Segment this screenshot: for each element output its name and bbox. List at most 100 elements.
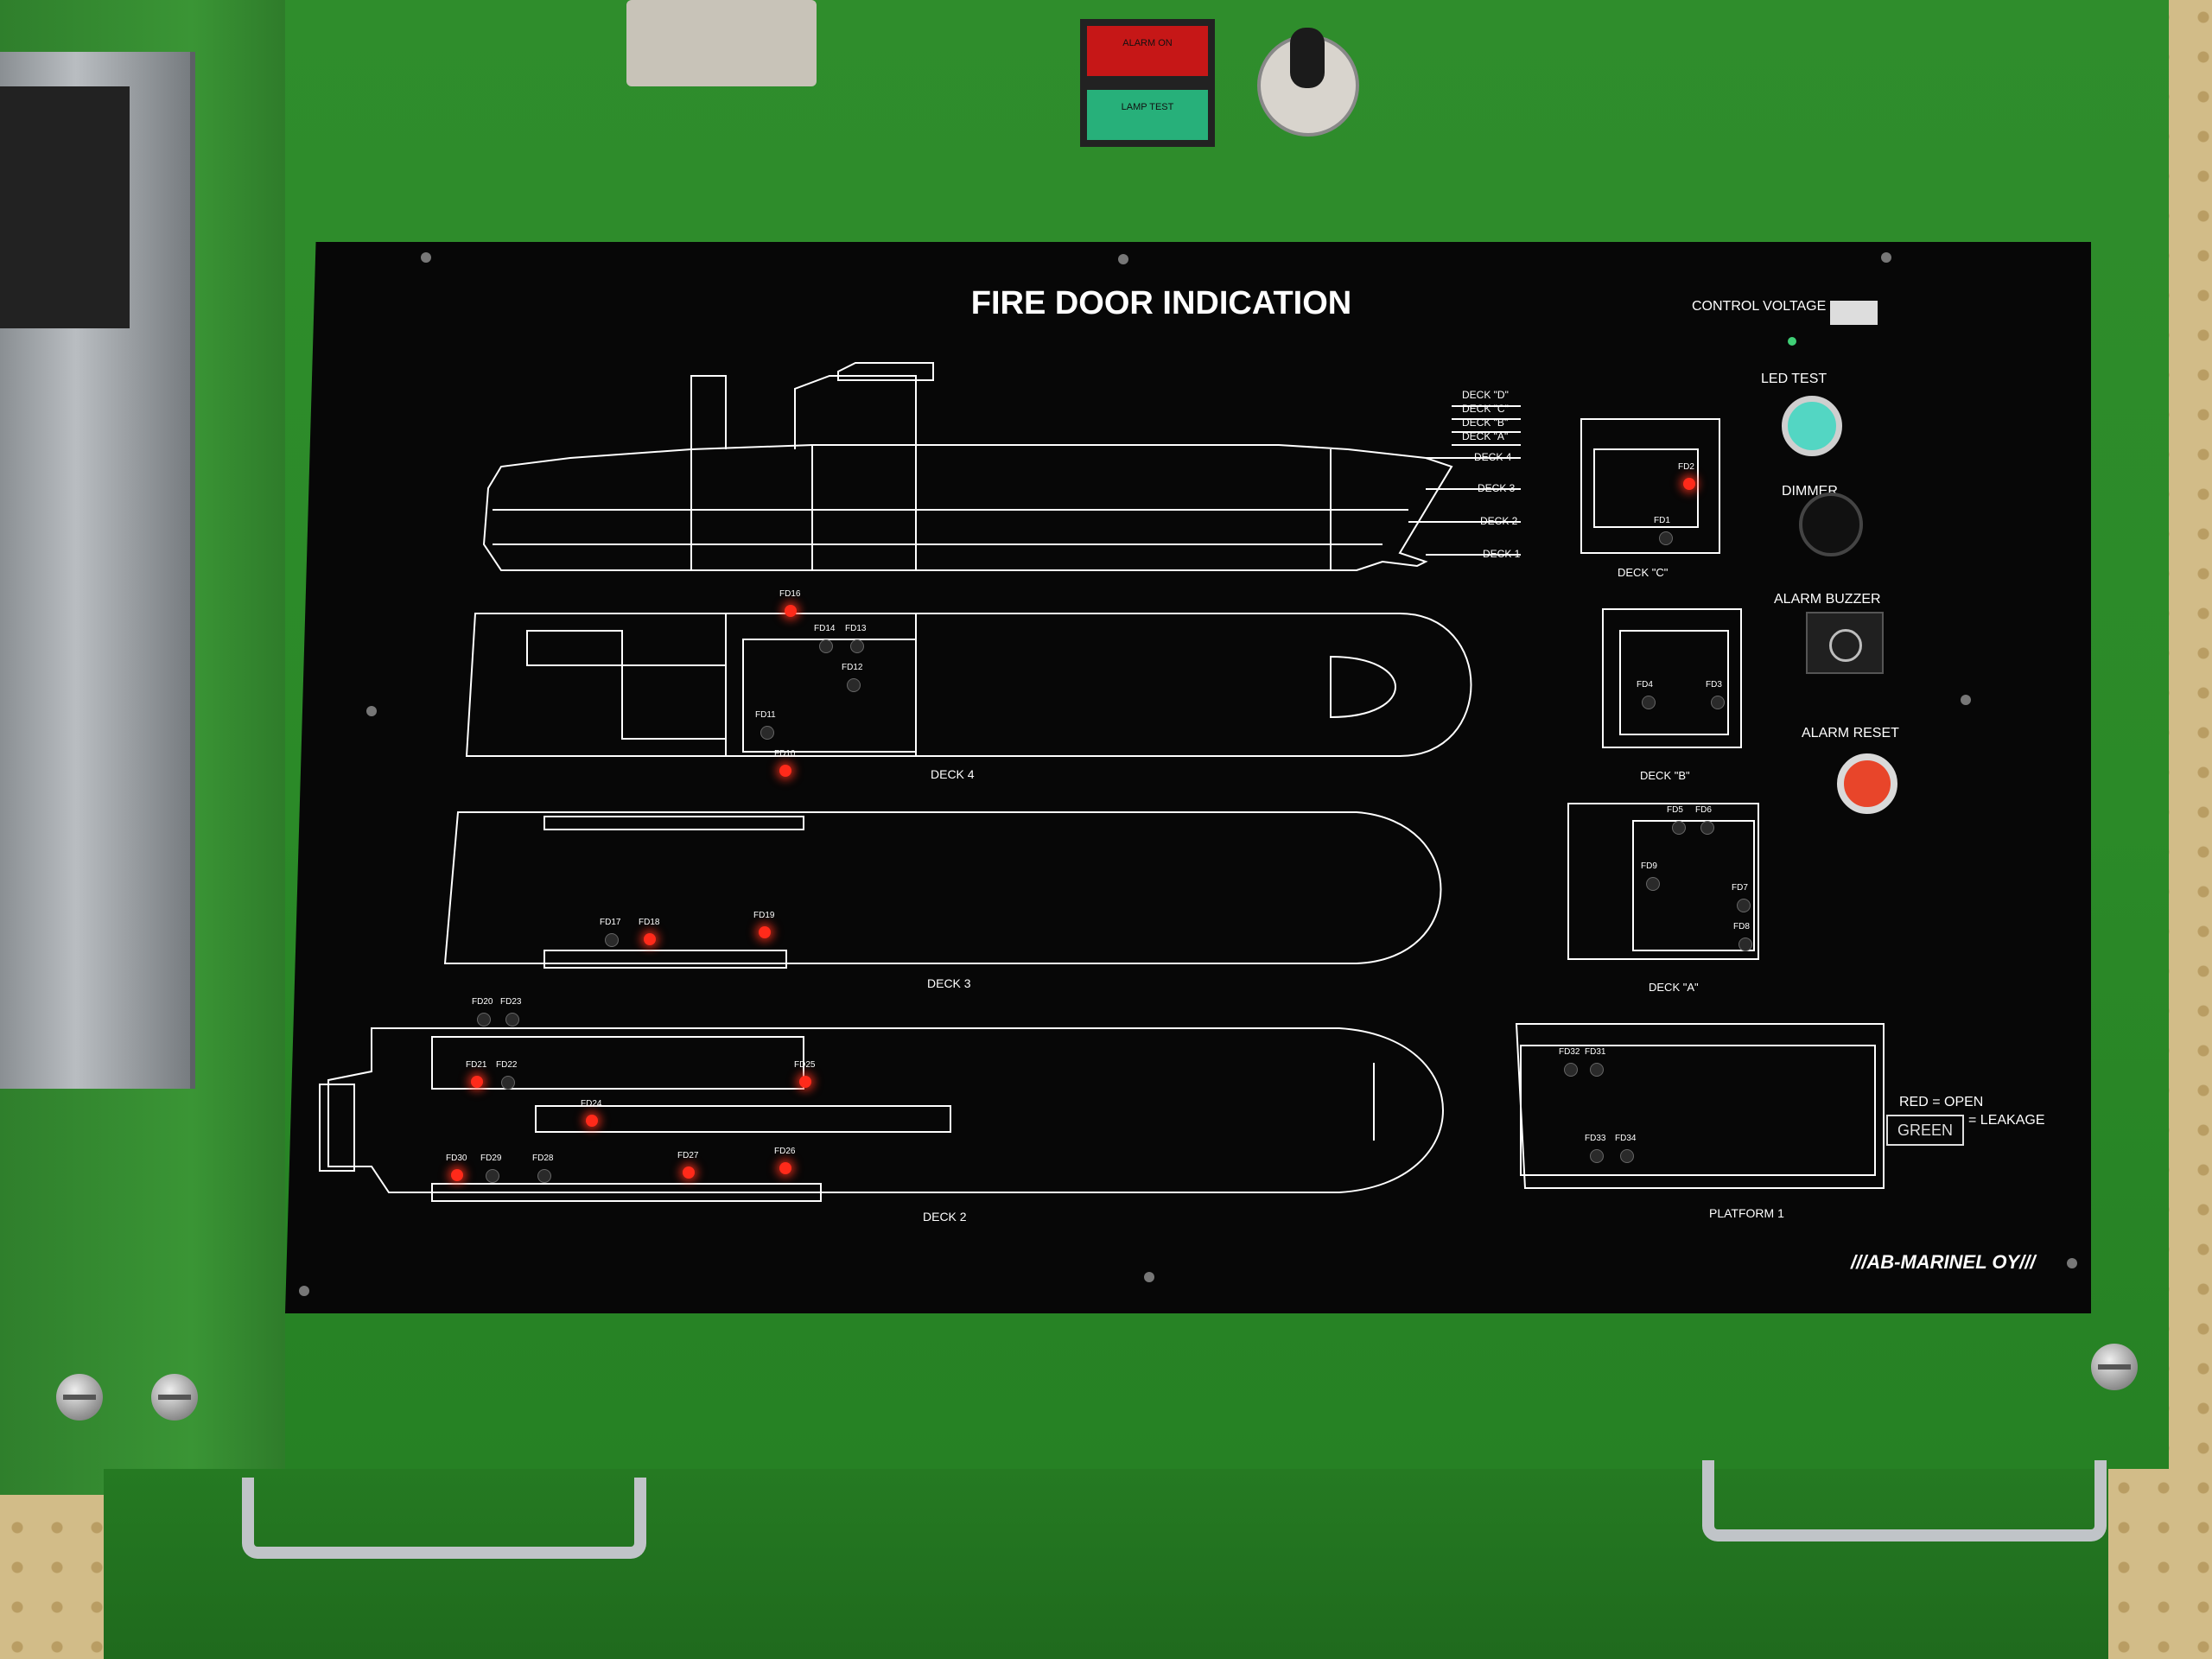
- brand-logo: ///AB-MARINEL OY///: [1851, 1251, 2036, 1273]
- control-voltage-window: [1830, 301, 1878, 325]
- fire-door-led: [683, 1166, 695, 1179]
- fire-door-label: FD33: [1585, 1134, 1606, 1143]
- fire-door-label: FD26: [774, 1147, 796, 1156]
- fire-door-led: [451, 1169, 463, 1181]
- toggle-knob[interactable]: [1290, 28, 1325, 88]
- fire-door-led: [850, 639, 864, 653]
- top-red-button[interactable]: ALARM ON: [1080, 19, 1215, 83]
- fire-door-led: [1737, 899, 1751, 912]
- alarm-reset-button[interactable]: [1837, 753, 1897, 814]
- fire-door-label: FD32: [1559, 1047, 1580, 1057]
- fire-door-led: [779, 1162, 791, 1174]
- fire-door-label: FD29: [480, 1154, 502, 1163]
- fire-door-label: FD10: [774, 749, 796, 759]
- left-plate-label: [0, 86, 130, 328]
- led-test-button[interactable]: [1782, 396, 1842, 456]
- fire-door-label: FD19: [753, 911, 775, 920]
- fire-door-led: [779, 765, 791, 777]
- fire-door-label: FD12: [842, 663, 863, 672]
- toggle-switch[interactable]: [1257, 28, 1359, 137]
- dimmer-knob[interactable]: [1799, 493, 1863, 556]
- left-handle[interactable]: [242, 1478, 646, 1559]
- fire-door-led: [605, 933, 619, 947]
- fire-door-label: FD25: [794, 1060, 816, 1070]
- fire-door-led: [819, 639, 833, 653]
- fire-door-led: [1590, 1149, 1604, 1163]
- fire-door-led: [799, 1076, 811, 1088]
- fire-door-led: [501, 1076, 515, 1090]
- top-red-button-label: ALARM ON: [1122, 38, 1173, 48]
- fire-door-led: [471, 1076, 483, 1088]
- fire-door-led: [644, 933, 656, 945]
- alarm-reset-label: ALARM RESET: [1802, 726, 1899, 741]
- alarm-buzzer-label: ALARM BUZZER: [1774, 592, 1881, 607]
- buzzer-grill-icon: [1829, 629, 1862, 662]
- fire-door-led: [1683, 478, 1695, 490]
- led-test-label: LED TEST: [1761, 372, 1827, 386]
- deck-b-label: DECK "B": [1640, 769, 1690, 782]
- deck-2-label: DECK 2: [923, 1210, 967, 1224]
- fire-door-led: [1659, 531, 1673, 545]
- fire-door-led: [586, 1115, 598, 1127]
- fire-door-label: FD6: [1695, 805, 1712, 815]
- fire-door-label: FD23: [500, 997, 522, 1007]
- fire-door-led: [1646, 877, 1660, 891]
- fire-door-label: FD21: [466, 1060, 487, 1070]
- fire-door-label: FD11: [755, 710, 776, 720]
- screw: [56, 1374, 103, 1421]
- deck-c-label: DECK "C": [1618, 566, 1669, 579]
- fire-door-label: FD22: [496, 1060, 518, 1070]
- screw: [2091, 1344, 2138, 1390]
- fire-door-led: [1564, 1063, 1578, 1077]
- fire-door-led: [1711, 696, 1725, 709]
- fire-door-label: FD27: [677, 1151, 699, 1160]
- fire-door-label: FD17: [600, 918, 621, 927]
- cabinet-base: [104, 1469, 2108, 1659]
- platform-1-label: PLATFORM 1: [1709, 1206, 1784, 1220]
- level-label-deck-d: DECK "D": [1462, 389, 1509, 401]
- level-label-deck-4: DECK 4: [1474, 451, 1512, 463]
- fire-door-label: FD31: [1585, 1047, 1606, 1057]
- fire-door-label: FD14: [814, 624, 836, 633]
- fire-door-led: [847, 678, 861, 692]
- top-green-button-label: LAMP TEST: [1121, 102, 1174, 112]
- legend-green-box: GREEN: [1886, 1115, 1964, 1146]
- fire-door-label: FD1: [1654, 516, 1670, 525]
- fire-door-led: [1672, 821, 1686, 835]
- fire-door-led: [1620, 1149, 1634, 1163]
- left-metal-plate: [0, 52, 195, 1089]
- fire-door-led: [505, 1013, 519, 1027]
- side-level-labels: DECK "D" DECK "C" DECK "B" DECK "A": [1462, 388, 1509, 443]
- deck-4-label: DECK 4: [931, 767, 975, 781]
- legend-green-leakage: = LEAKAGE: [1968, 1113, 2045, 1128]
- control-voltage-led: [1788, 337, 1796, 346]
- legend-red-open: RED = OPEN: [1899, 1095, 1984, 1109]
- fire-door-led: [1700, 821, 1714, 835]
- level-label-deck-3: DECK 3: [1478, 482, 1516, 494]
- alarm-buzzer: [1806, 612, 1884, 674]
- fire-door-label: FD4: [1637, 680, 1653, 690]
- fire-door-label: FD34: [1615, 1134, 1637, 1143]
- fire-door-led: [1738, 938, 1752, 951]
- fire-door-led: [486, 1169, 499, 1183]
- deck-3-label: DECK 3: [927, 976, 971, 990]
- fire-door-label: FD7: [1732, 883, 1748, 893]
- deck-a-label: DECK "A": [1649, 981, 1699, 994]
- top-green-button[interactable]: LAMP TEST: [1080, 83, 1215, 147]
- rotary-switch-base: [626, 0, 817, 86]
- fire-door-label: FD13: [845, 624, 867, 633]
- fire-door-led: [1642, 696, 1656, 709]
- right-handle[interactable]: [1702, 1460, 2107, 1541]
- fire-door-label: FD8: [1733, 922, 1750, 931]
- level-label-deck-1: DECK 1: [1483, 548, 1521, 560]
- fire-door-label: FD2: [1678, 462, 1694, 472]
- level-label-deck-c: DECK "C": [1462, 403, 1509, 415]
- fire-door-label: FD3: [1706, 680, 1722, 690]
- fire-door-led: [1590, 1063, 1604, 1077]
- fire-door-led: [759, 926, 771, 938]
- fire-door-label: FD5: [1667, 805, 1683, 815]
- fire-door-led: [760, 726, 774, 740]
- fire-door-label: FD28: [532, 1154, 554, 1163]
- level-label-deck-2: DECK 2: [1480, 515, 1518, 527]
